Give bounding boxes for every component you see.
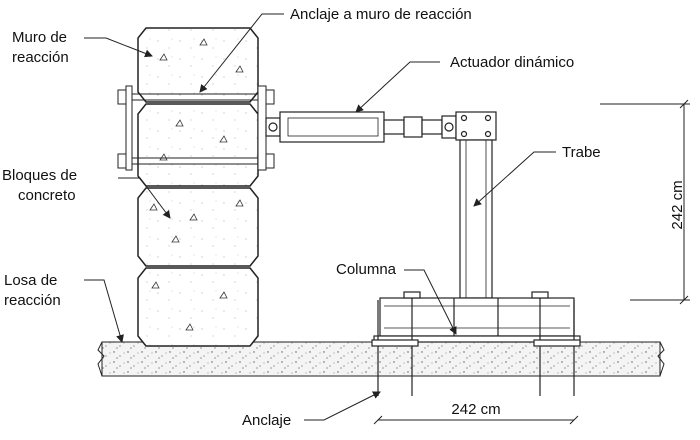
horizontal-dimension xyxy=(373,415,579,425)
column-base xyxy=(373,297,581,343)
label-trabe: Trabe xyxy=(562,144,601,161)
leader-losa xyxy=(84,279,124,343)
leader-lines xyxy=(84,13,556,421)
vertical-dimension xyxy=(600,99,690,305)
label-bloques-line2: concreto xyxy=(18,187,76,204)
reaction-wall-blocks xyxy=(137,27,259,347)
label-bloques-line1: Bloques de xyxy=(2,167,77,184)
dynamic-actuator xyxy=(265,111,457,143)
anchor-bolts xyxy=(371,291,581,396)
horizontal-dimension-label: 242 cm xyxy=(451,401,500,418)
concrete-block-4 xyxy=(137,267,259,347)
label-muro-line2: reacción xyxy=(12,49,69,66)
leader-muro xyxy=(84,37,153,58)
concrete-block-1 xyxy=(137,27,259,103)
leader-columna xyxy=(404,269,457,335)
leader-anclaje-muro xyxy=(199,13,284,93)
label-losa-line1: Losa de xyxy=(4,272,57,289)
leader-trabe xyxy=(473,151,556,207)
label-anclaje-muro: Anclaje a muro de reacción xyxy=(290,6,472,23)
steel-frame xyxy=(455,111,497,299)
leader-actuador xyxy=(355,61,440,113)
vertical-dimension-label: 242 cm xyxy=(669,180,686,229)
label-muro-line1: Muro de xyxy=(12,29,67,46)
label-columna: Columna xyxy=(336,261,397,278)
concrete-block-2 xyxy=(137,103,259,187)
label-anclaje: Anclaje xyxy=(242,412,291,429)
leader-bloques xyxy=(118,177,171,219)
label-actuador: Actuador dinámico xyxy=(450,54,574,71)
reaction-slab xyxy=(97,341,665,377)
concrete-block-3 xyxy=(137,187,259,267)
wall-anchor-rods xyxy=(117,85,275,171)
label-losa-line2: reacción xyxy=(4,292,61,309)
leader-anclaje xyxy=(304,391,381,421)
